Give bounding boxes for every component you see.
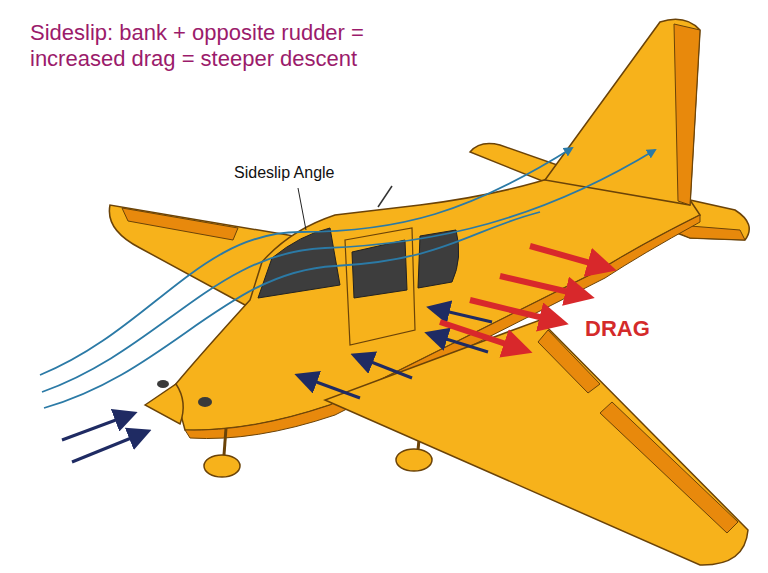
drag-arrow: [500, 276, 586, 296]
leader-line: [298, 188, 306, 230]
main-wheel-fairing: [396, 449, 432, 471]
far-aileron: [122, 208, 238, 240]
air-intake: [198, 397, 212, 407]
rudder: [674, 24, 700, 205]
air-intake: [157, 380, 169, 388]
drag-arrow: [440, 322, 524, 350]
diagram-title: Sideslip: bank + opposite rudder = incre…: [30, 20, 390, 73]
drag-arrow: [470, 300, 560, 322]
relative-wind-arrow: [300, 376, 360, 398]
near-wing: [325, 320, 748, 565]
side-window: [352, 240, 407, 298]
spinner: [145, 384, 183, 424]
relative-wind-arrow: [62, 414, 132, 440]
drag-arrow: [530, 246, 608, 268]
antenna: [378, 186, 392, 207]
airflow-streamline: [42, 150, 655, 392]
callout-label: Sideslip Angle: [234, 163, 335, 182]
airflow-streamline: [44, 212, 540, 408]
force-label: DRAG: [585, 316, 650, 342]
airflow-streamline: [40, 148, 572, 375]
near-aileron: [600, 402, 738, 533]
vertical-fin: [545, 19, 700, 205]
nose-gear-strut: [224, 428, 226, 455]
nose-wheel-fairing: [204, 455, 240, 477]
relative-wind-arrow: [356, 356, 412, 378]
relative-wind-arrow: [72, 432, 146, 462]
windshield: [258, 228, 340, 298]
